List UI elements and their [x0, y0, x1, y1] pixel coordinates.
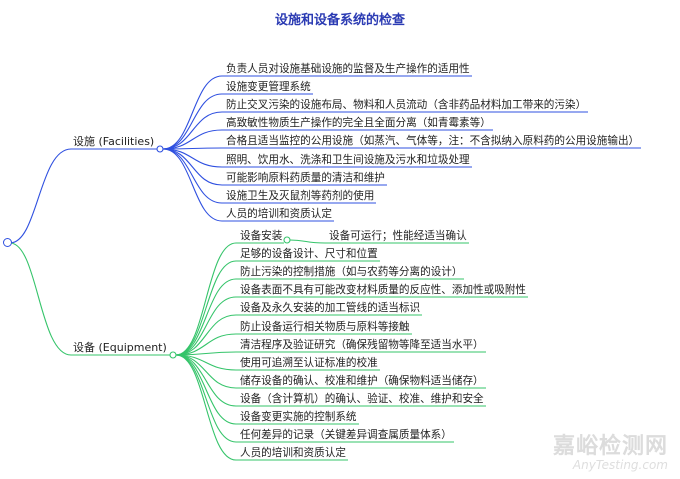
branch-handle — [156, 145, 164, 153]
branch-facilities[interactable]: 设施 (Facilities) — [73, 135, 155, 148]
leaf-link — [162, 75, 223, 150]
sub-handle — [283, 236, 291, 244]
equipment-item[interactable]: 防止设备运行相关物质与原料等接触 — [240, 320, 410, 333]
equipment-item[interactable]: 使用可追溯至认证标准的校准 — [240, 356, 378, 369]
facility-item[interactable]: 设施卫生及灭鼠剂等药剂的使用 — [226, 189, 375, 202]
leaf-link — [162, 148, 223, 186]
facility-item[interactable]: 照明、饮用水、洗涤和卫生间设施及污水和垃圾处理 — [226, 153, 470, 166]
leaf-link — [175, 260, 237, 356]
watermark: 嘉峪检测网 AnyTesting.com — [553, 428, 668, 472]
leaf-link — [175, 354, 237, 425]
facility-item[interactable]: 人员的培训和资质认定 — [226, 207, 332, 220]
equipment-item[interactable]: 设备变更实施的控制系统 — [240, 411, 357, 423]
leaf-link — [162, 148, 223, 222]
page-title: 设施和设备系统的检查 — [274, 13, 405, 28]
facility-item[interactable]: 设施变更管理系统 — [226, 81, 311, 94]
equipment-item[interactable]: 防止污染的控制措施（如与农药等分离的设计） — [240, 266, 463, 279]
equipment-item[interactable]: 任何差异的记录（关键差异调查属质量体系） — [240, 429, 452, 442]
leaf-link — [175, 242, 237, 356]
leaf-link — [175, 354, 237, 461]
facility-item[interactable]: 防止交叉污染的设施布局、物料和人员流动（含非药品材料加工带来的污染） — [226, 99, 587, 112]
watermark-cn: 嘉峪检测网 — [552, 434, 668, 459]
leaf-link — [175, 354, 237, 443]
equipment-item[interactable]: 设备安装 — [240, 230, 283, 242]
leaf-link — [175, 278, 237, 356]
equipment-item[interactable]: 储存设备的确认、校准和维护（确保物料适当储存） — [240, 374, 484, 387]
leaf-link — [162, 93, 223, 150]
equipment-item[interactable]: 设备（含计算机）的确认、验证、校准、维护和安全 — [240, 392, 484, 405]
equipment-install-detail[interactable]: 设备可运行；性能经适当确认 — [329, 230, 467, 242]
leaf-link — [162, 148, 223, 204]
equipment-item[interactable]: 人员的培训和资质认定 — [240, 447, 346, 460]
root-branch-link — [9, 148, 72, 244]
facility-item[interactable]: 负责人员对设施基础设施的监督及生产操作的适用性 — [226, 63, 470, 75]
equipment-item[interactable]: 设备表面不具有可能改变材料质量的反应性、添加性或吸附性 — [240, 284, 527, 297]
sub-link — [289, 239, 326, 244]
leaf-link — [175, 296, 237, 356]
root-node[interactable] — [3, 238, 12, 247]
branch-handle — [169, 351, 177, 359]
facility-item[interactable]: 合格且适当监控的公用设施（如蒸汽、气体等，注：不含拟纳入原料药的公用设施输出） — [226, 135, 640, 148]
watermark-en: AnyTesting.com — [572, 458, 668, 472]
equipment-item[interactable]: 足够的设备设计、尺寸和位置 — [240, 248, 378, 261]
equipment-item[interactable]: 清洁程序及验证研究（确保残留物等降至适当水平） — [240, 338, 484, 351]
equipment-item[interactable]: 设备及永久安装的加工管线的适当标识 — [240, 302, 421, 315]
facility-item[interactable]: 高致敏性物质生产操作的完全且全面分离（如青霉素等） — [226, 117, 491, 130]
leaf-link — [175, 354, 237, 389]
facility-item[interactable]: 可能影响原料药质量的清洁和维护 — [226, 171, 385, 184]
branch-equipment[interactable]: 设备 (Equipment) — [73, 341, 167, 354]
root-branch-link — [9, 242, 72, 356]
